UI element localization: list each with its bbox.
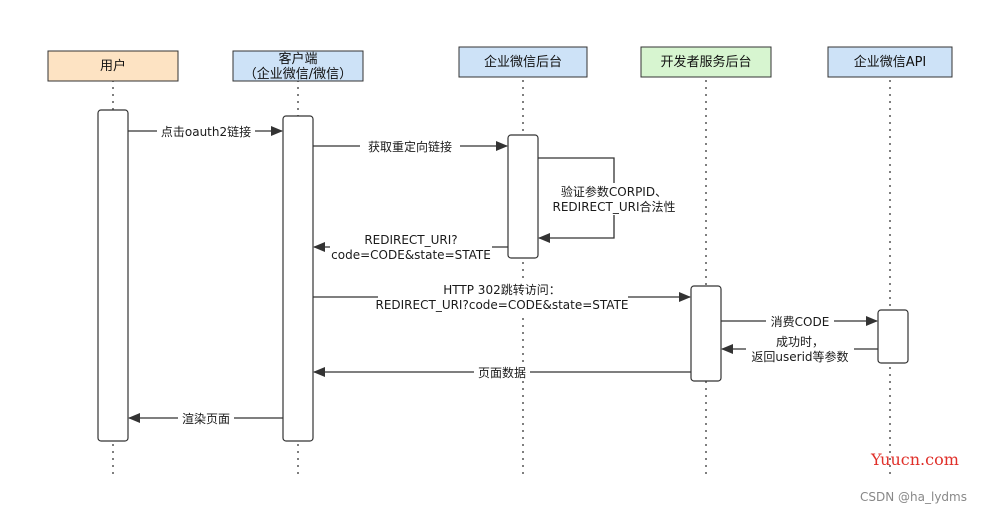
watermark-site: Yuucn.com	[871, 450, 959, 469]
message-label-m7-line1: 成功时，	[776, 335, 824, 349]
participant-box-user	[47, 50, 179, 82]
message-label-m8: 页面数据	[478, 365, 526, 380]
message-label-m9: 渲染页面	[182, 411, 230, 426]
activation-wxbackend	[507, 134, 539, 259]
participant-label-wxapi: 企业微信API	[854, 54, 927, 70]
message-m2: 获取重定向链接	[313, 138, 508, 154]
participant-label-user: 用户	[100, 58, 126, 74]
message-m3: 验证参数CORPID、 REDIRECT_URI合法性	[538, 157, 676, 243]
participant-label-devserver: 开发者服务后台	[660, 54, 751, 70]
message-label-m4-line2: code=CODE&state=STATE	[331, 248, 491, 262]
activation-client	[282, 115, 314, 442]
activation-devserver	[690, 285, 722, 382]
message-label-m2: 获取重定向链接	[368, 139, 452, 154]
message-label-m5-line2: REDIRECT_URI?code=CODE&state=STATE	[375, 298, 628, 312]
participant-box-devserver	[640, 46, 772, 78]
activation-wxapi	[877, 309, 909, 364]
participant-label-client-line2: （企业微信/微信）	[244, 66, 352, 82]
message-label-m3-line2: REDIRECT_URI合法性	[553, 199, 676, 214]
message-label-m5-line1: HTTP 302跳转访问：	[443, 282, 560, 297]
message-m1: 点击oauth2链接	[128, 123, 283, 139]
message-m5: HTTP 302跳转访问： REDIRECT_URI?code=CODE&sta…	[313, 282, 691, 314]
message-label-m3-line1: 验证参数CORPID、	[561, 184, 667, 199]
message-m9: 渲染页面	[128, 410, 283, 426]
message-m7: 成功时， 返回userid等参数	[721, 334, 878, 366]
message-m4: REDIRECT_URI? code=CODE&state=STATE	[313, 232, 508, 264]
message-label-m1: 点击oauth2链接	[161, 124, 251, 139]
messages: 点击oauth2链接 获取重定向链接 验证参数CORPID、 REDIRECT_…	[128, 123, 878, 426]
activation-user	[97, 109, 129, 442]
participant-box-client	[232, 50, 364, 82]
participant-box-wxbackend	[458, 46, 588, 78]
participant-wxbackend: 企业微信后台	[458, 46, 588, 78]
participant-label-wxbackend: 企业微信后台	[484, 54, 562, 70]
message-m6: 消费CODE	[721, 313, 878, 329]
participant-label-client-line1: 客户端	[278, 51, 317, 67]
activations	[97, 109, 909, 442]
watermark-author: CSDN @ha_lydms	[860, 490, 967, 504]
participants: 用户 客户端 （企业微信/微信） 企业微信后台 开发者服务后台 企业微信API	[47, 46, 953, 82]
message-m8: 页面数据	[313, 364, 691, 380]
participant-user: 用户	[47, 50, 179, 82]
message-label-m7-line2: 返回userid等参数	[751, 349, 848, 364]
message-label-m6: 消费CODE	[771, 315, 830, 329]
participant-devserver: 开发者服务后台	[640, 46, 772, 78]
participant-wxapi: 企业微信API	[827, 46, 953, 78]
participant-client: 客户端 （企业微信/微信）	[232, 50, 364, 82]
participant-box-wxapi	[827, 46, 953, 78]
message-label-m4-line1: REDIRECT_URI?	[364, 233, 457, 247]
